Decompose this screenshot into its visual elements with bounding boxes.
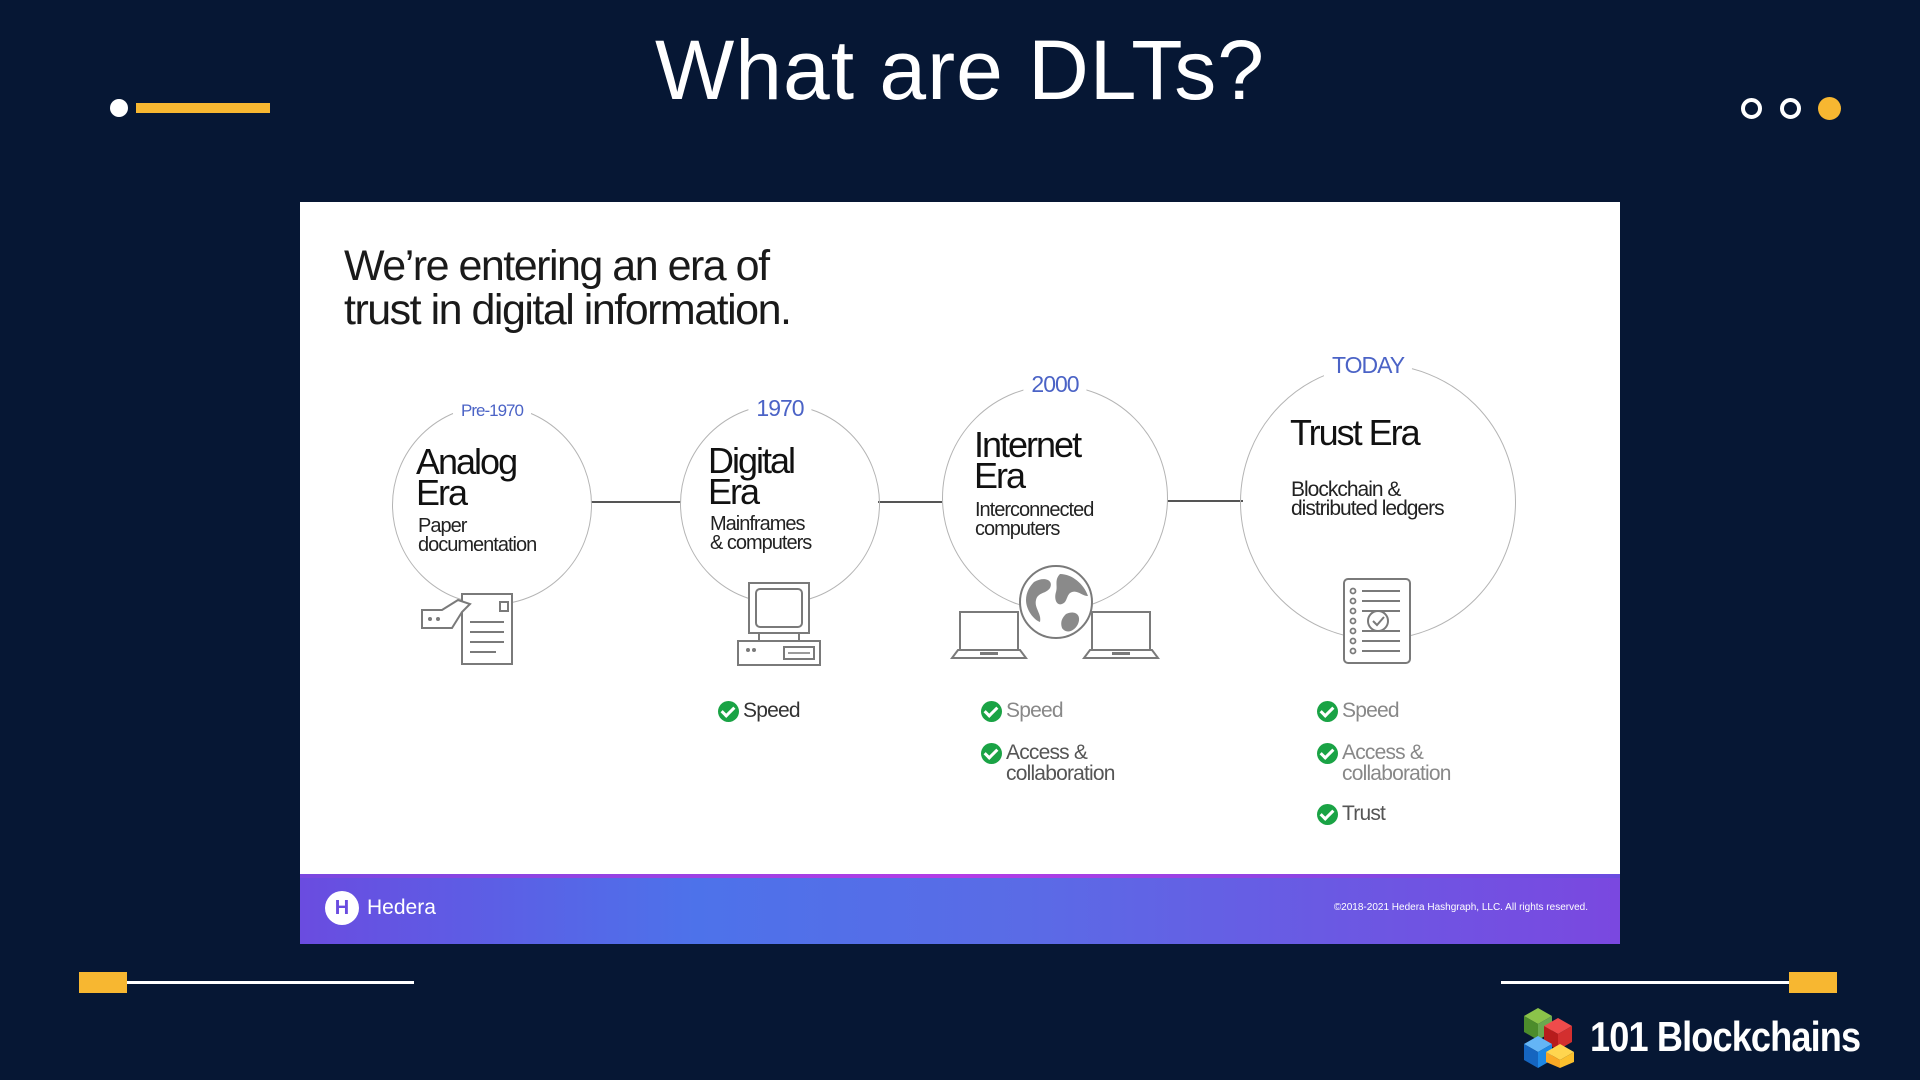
decorative-bar <box>1789 972 1837 993</box>
decorative-bar <box>79 972 127 993</box>
decorative-dot <box>1780 98 1801 119</box>
era-description: Mainframes & computers <box>710 513 812 554</box>
slide-title: What are DLTs? <box>655 23 1265 117</box>
era-description: Interconnected computers <box>975 499 1094 540</box>
ledger-checklist-icon <box>1343 578 1411 664</box>
benefit-label: Access & collaboration <box>1342 741 1451 785</box>
timeline-connector <box>878 501 942 503</box>
paper-document-icon <box>421 593 513 665</box>
benefit-item: Trust <box>1317 802 1386 825</box>
check-icon <box>1317 743 1338 764</box>
benefit-item: Speed <box>1317 699 1400 722</box>
watermark-text: 101 Blockchains <box>1590 1013 1861 1060</box>
embedded-slide: We’re entering an era of trust in digita… <box>300 202 1620 944</box>
decorative-dot <box>1741 98 1762 119</box>
decorative-dot <box>1818 97 1841 120</box>
cubes-logo-icon <box>1524 1008 1574 1068</box>
decorative-line <box>1501 981 1789 984</box>
benefit-item: Access & collaboration <box>1317 742 1451 784</box>
hedera-brand: Hedera <box>367 896 436 919</box>
decorative-dot <box>110 99 128 117</box>
slide-footer: H Hedera ©2018-2021 Hedera Hashgraph, LL… <box>300 874 1620 944</box>
era-name: Trust Era <box>1290 412 1421 453</box>
era-name: Digital Era <box>708 440 796 512</box>
computer-icon <box>737 582 821 666</box>
check-icon <box>1317 701 1338 722</box>
timeline-connector <box>1167 500 1243 502</box>
check-icon <box>981 701 1002 722</box>
check-icon <box>981 743 1002 764</box>
hedera-logo-icon: H <box>325 891 359 925</box>
era-name: Internet Era <box>974 424 1082 496</box>
globe-laptops-icon <box>950 565 1160 659</box>
benefit-label: Speed <box>1342 699 1400 722</box>
era-year: 2000 <box>1023 371 1087 398</box>
decorative-line <box>127 981 414 984</box>
slide-heading: We’re entering an era of trust in digita… <box>344 242 792 334</box>
era-name: Analog Era <box>416 441 518 513</box>
era-year: TODAY <box>1323 352 1413 379</box>
benefit-label: Trust <box>1342 802 1386 825</box>
benefit-item: Speed <box>981 699 1064 722</box>
benefit-label: Speed <box>1006 699 1064 722</box>
era-year: 1970 <box>748 395 812 422</box>
benefit-label: Access & collaboration <box>1006 741 1115 785</box>
benefit-label: Speed <box>743 699 801 722</box>
check-icon <box>718 701 739 722</box>
era-year: Pre-1970 <box>453 401 531 421</box>
era-description: Paper documentation <box>418 515 537 556</box>
era-description: Blockchain & distributed ledgers <box>1291 478 1445 520</box>
benefit-item: Speed <box>718 699 801 722</box>
check-icon <box>1317 804 1338 825</box>
decorative-bar <box>136 103 270 113</box>
copyright-text: ©2018-2021 Hedera Hashgraph, LLC. All ri… <box>1333 902 1588 913</box>
benefit-item: Access & collaboration <box>981 742 1115 784</box>
watermark-brand: 101 Blockchains <box>1518 1006 1910 1068</box>
timeline-connector <box>591 501 681 503</box>
